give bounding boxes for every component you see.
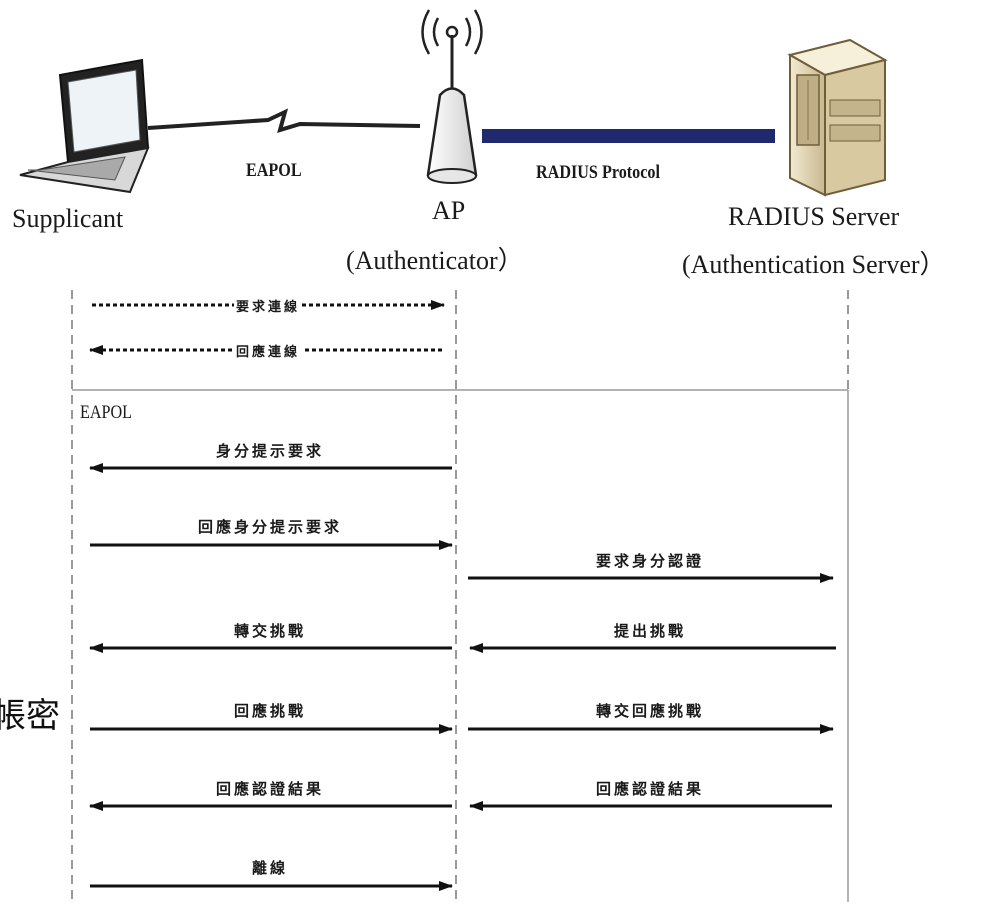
side-text-fragment: 帳密 xyxy=(0,696,60,736)
supplicant-label: Supplicant xyxy=(12,204,124,233)
connect-request-label: 要求連線 xyxy=(233,296,303,315)
msg-auth-result-left-label: 回應認證結果 xyxy=(215,780,325,798)
eapol-section-label: EAPOL xyxy=(80,402,133,423)
msg-auth-result-right-label: 回應認證結果 xyxy=(595,780,705,798)
radius-protocol-label: RADIUS Protocol xyxy=(536,162,660,183)
eapol-link xyxy=(147,108,421,133)
wireless-access-point-icon xyxy=(421,9,483,184)
msg-forward-challenge-label: 轉交挑戰 xyxy=(233,622,307,640)
msg-forward-response-label: 轉交回應挑戰 xyxy=(595,702,705,720)
ap-label: AP xyxy=(432,196,466,225)
msg-disconnect-label: 離線 xyxy=(251,859,289,877)
msg-auth-request-label: 要求身分認證 xyxy=(595,552,705,570)
eapol-link-label: EAPOL xyxy=(246,160,302,181)
msg-challenge-response-label: 回應挑戰 xyxy=(233,702,307,720)
server-tower-icon xyxy=(787,38,888,197)
msg-identity-response-label: 回應身分提示要求 xyxy=(197,518,343,536)
connect-response-label: 回應連線 xyxy=(233,341,303,360)
laptop-icon xyxy=(19,58,150,194)
ap-role-label: (Authenticator） xyxy=(346,246,524,275)
msg-identity-request-label: 身分提示要求 xyxy=(215,442,325,460)
radius-server-label: RADIUS Server xyxy=(728,202,900,231)
radius-role-label: (Authentication Server） xyxy=(682,250,946,279)
msg-issue-challenge-label: 提出挑戰 xyxy=(613,622,687,640)
